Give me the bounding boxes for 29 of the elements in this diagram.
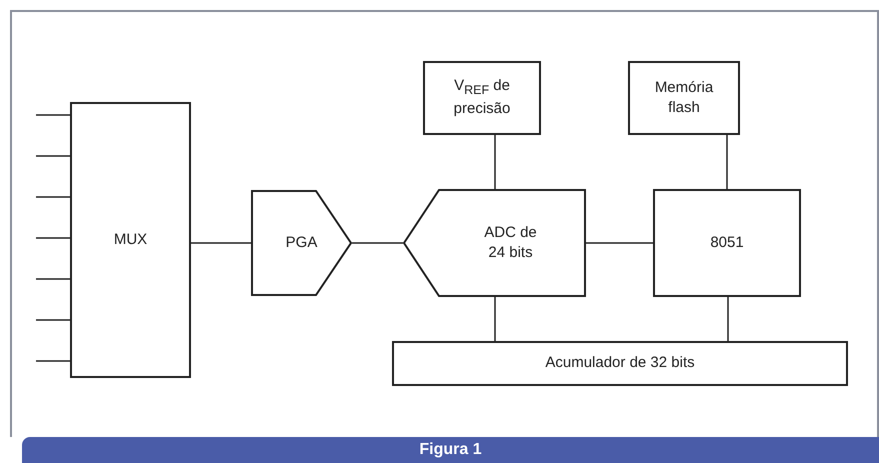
connector-line bbox=[191, 242, 251, 244]
connector-line bbox=[352, 242, 403, 244]
block-box bbox=[653, 189, 801, 297]
block-label: ADC de 24 bits bbox=[483, 222, 538, 263]
block-label: PGA bbox=[286, 232, 318, 253]
block-label: Acumulador de 32 bits bbox=[545, 353, 695, 374]
connector-line bbox=[36, 114, 70, 116]
connector-line bbox=[36, 196, 70, 198]
connector-line bbox=[494, 135, 496, 189]
connector-line bbox=[36, 319, 70, 321]
connector-line bbox=[586, 242, 653, 244]
block-label: V$_{REF}$ de precisão bbox=[452, 76, 512, 120]
block-label: MUX bbox=[114, 230, 148, 250]
caption: Figura 1 bbox=[419, 441, 482, 459]
block-label: 8051 bbox=[710, 232, 744, 253]
connector-line bbox=[727, 297, 729, 341]
connector-line bbox=[36, 360, 70, 362]
amplifier-block bbox=[251, 190, 352, 296]
block-box bbox=[392, 341, 848, 386]
connector-line bbox=[36, 278, 70, 280]
block-box bbox=[423, 61, 541, 135]
connector-line bbox=[36, 237, 70, 239]
connector-line bbox=[494, 297, 496, 341]
connector-line bbox=[726, 135, 728, 189]
block-label: Memória flash bbox=[654, 78, 714, 118]
block-box bbox=[628, 61, 740, 135]
block-box bbox=[70, 102, 191, 378]
connector-line bbox=[36, 155, 70, 157]
converter-block bbox=[403, 189, 586, 297]
